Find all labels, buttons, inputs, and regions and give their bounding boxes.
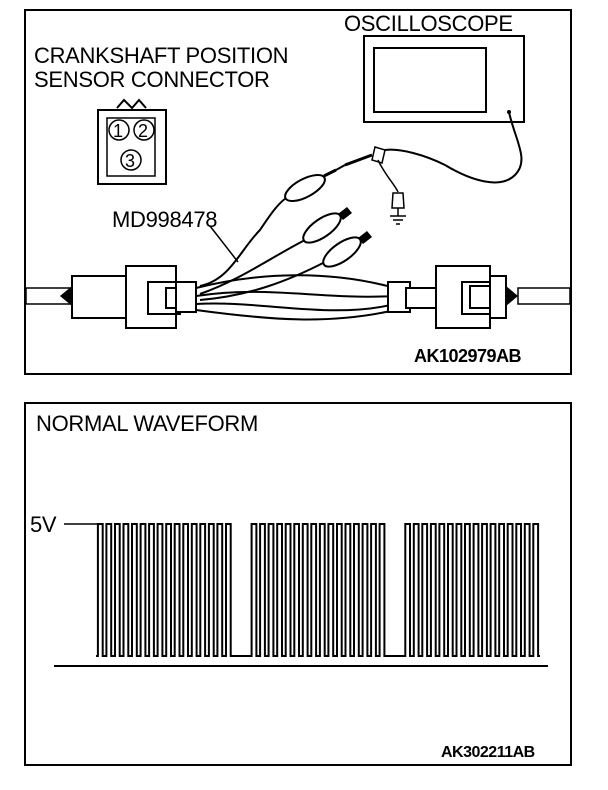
branch-lead-2 [199, 239, 306, 295]
left-cable-boot [60, 286, 72, 306]
pin-1-circle [108, 119, 130, 141]
voltage-label: 5V [30, 512, 57, 537]
connector-lock-tab [116, 98, 147, 110]
harness-label: MD998478 [112, 207, 218, 232]
branch-lead-1 [199, 195, 291, 287]
connector-label-line1: CRANKSHAFT POSITION [34, 43, 289, 68]
oscilloscope-label: OSCILLOSCOPE [344, 11, 513, 36]
pulse-waveform [96, 523, 540, 657]
right-cable-boot [506, 286, 518, 306]
test-clip-1 [284, 173, 326, 203]
test-clip-1-link [335, 164, 346, 171]
pin-3-label: 3 [125, 151, 135, 171]
test-clip-3-tip [358, 231, 372, 244]
connector-label-line2: SENSOR CONNECTOR [34, 67, 270, 92]
harness-wire-4 [195, 309, 396, 321]
harness-wire-2 [195, 290, 396, 298]
pin-2-label: 2 [138, 121, 148, 141]
branch-lead-3 [199, 261, 326, 301]
test-clip-2-tip [338, 207, 352, 220]
figure-code-top: AK102979AB [414, 346, 522, 366]
ground-clip [391, 192, 405, 209]
waveform-title: NORMAL WAVEFORM [36, 411, 259, 436]
harness-label-leader [209, 225, 239, 263]
ground-lead [377, 159, 399, 193]
probe-pin [344, 153, 373, 167]
probe-plug [371, 146, 386, 164]
figure-code-bottom: AK302211AB [441, 744, 535, 761]
left-connector-tip [175, 281, 197, 313]
harness-wire-3 [195, 302, 396, 312]
pin-3-circle [120, 149, 142, 171]
pin-1-label: 1 [113, 121, 123, 141]
oscilloscope-lead [384, 111, 523, 184]
right-cable [517, 287, 571, 305]
pin-2-circle [133, 119, 155, 141]
oscilloscope-screen [373, 47, 487, 113]
test-clip-1-tip [323, 168, 337, 178]
left-connector-body [71, 275, 129, 319]
